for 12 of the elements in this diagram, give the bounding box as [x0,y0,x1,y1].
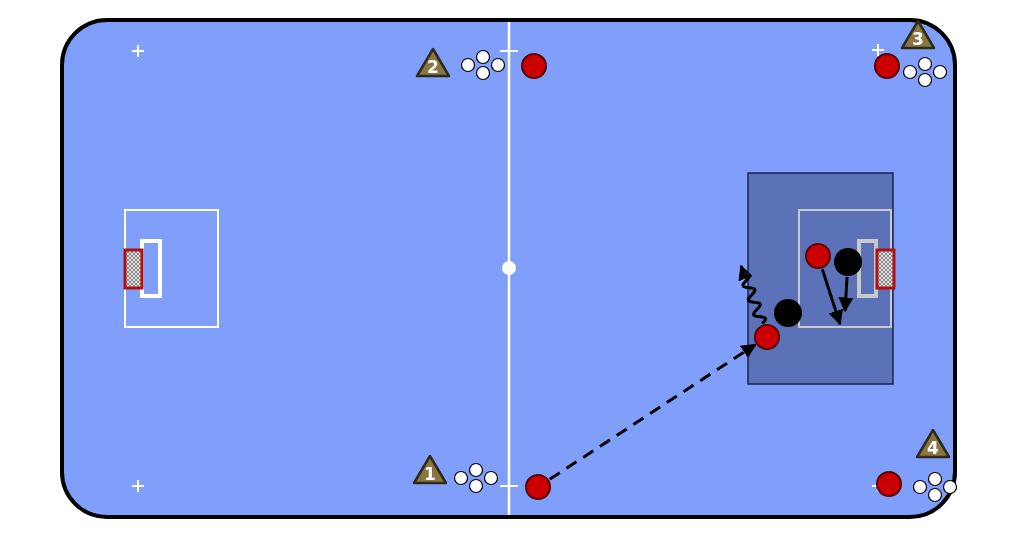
cone-number: 1 [423,464,437,484]
arrow [838,276,854,313]
cone-number: 3 [911,29,925,49]
cone [900,19,936,50]
arrow [548,343,757,481]
arrow [738,264,768,325]
cone-number: 2 [426,57,440,77]
cone-number: 4 [926,438,940,458]
cone [412,454,448,485]
cone [915,428,951,459]
cone [415,47,451,78]
arrow [820,268,843,326]
